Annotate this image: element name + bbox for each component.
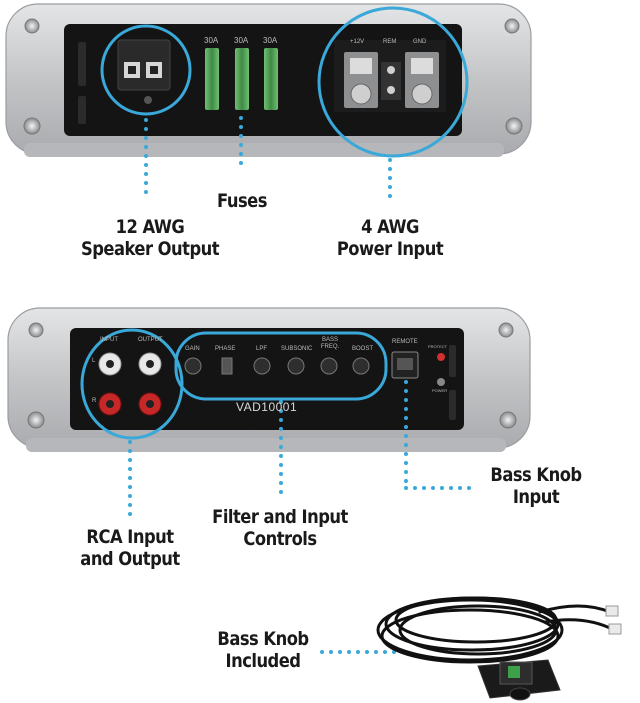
terminal-label-12v: +12V bbox=[350, 39, 365, 45]
control-label-subsonic: SUBSONIC bbox=[281, 346, 313, 352]
control-label-bass-freq: BASS FREQ. bbox=[320, 337, 340, 350]
fuse-label-3: 30A bbox=[263, 36, 278, 45]
screw-icon bbox=[24, 18, 40, 34]
callout-fuses: Fuses bbox=[217, 190, 267, 212]
subsonic-knob-icon bbox=[287, 357, 305, 375]
rca-jacks bbox=[98, 352, 162, 416]
rca-side-label-l: L bbox=[92, 358, 96, 364]
protect-label: PROTECT bbox=[428, 344, 448, 349]
protect-led-icon bbox=[437, 353, 445, 361]
callout-rca: RCA Input and Output bbox=[80, 526, 180, 570]
control-label-boost: BOOST bbox=[352, 346, 374, 352]
screw-icon bbox=[499, 411, 517, 429]
remote-label: REMOTE bbox=[392, 339, 418, 345]
fuse-array bbox=[205, 48, 278, 110]
control-label-gain: GAIN bbox=[185, 346, 200, 352]
rj-plug-icon bbox=[608, 623, 622, 635]
fuse-label-2: 30A bbox=[234, 36, 249, 45]
screw-icon bbox=[504, 18, 520, 34]
fuse-icon bbox=[205, 48, 219, 110]
lpf-knob-icon bbox=[253, 357, 271, 375]
screw-icon bbox=[23, 117, 41, 135]
cable-coil bbox=[376, 596, 616, 664]
gain-knob-icon bbox=[184, 357, 202, 375]
top-amplifier bbox=[5, 3, 532, 158]
bass-knob-icon bbox=[509, 687, 531, 701]
callout-power-input: 4 AWG Power Input bbox=[336, 216, 444, 260]
rj-plug-icon bbox=[605, 605, 619, 617]
bottom-panel bbox=[70, 328, 464, 430]
screw-icon bbox=[28, 322, 44, 338]
phase-switch-icon bbox=[221, 357, 233, 375]
screw-icon bbox=[498, 322, 514, 338]
callout-bass-knob-included: Bass Knob Included bbox=[217, 628, 309, 672]
fuse-icon bbox=[235, 48, 249, 110]
speaker-output-highlight bbox=[100, 24, 192, 116]
rca-highlight bbox=[80, 328, 184, 440]
terminal-label-gnd: GND bbox=[413, 39, 427, 45]
fuse-icon bbox=[264, 48, 278, 110]
top-callout-lines bbox=[144, 116, 392, 202]
screw-icon bbox=[144, 96, 152, 104]
power-led-icon bbox=[437, 378, 445, 386]
rca-side-label-r: R bbox=[92, 398, 97, 404]
model-number: VAD10001 bbox=[236, 400, 298, 414]
screw-icon bbox=[27, 411, 45, 429]
callout-speaker-output: 12 AWG Speaker Output bbox=[80, 216, 220, 260]
screw-icon bbox=[505, 117, 523, 135]
bottom-callout-lines bbox=[128, 380, 472, 654]
controls-highlight bbox=[174, 331, 388, 401]
bottom-amplifier bbox=[7, 307, 531, 452]
terminal-label-rem: REM bbox=[383, 39, 397, 45]
callout-filter-controls: Filter and Input Controls bbox=[212, 506, 348, 550]
power-label: POWER bbox=[432, 388, 448, 393]
bass-freq-knob-icon bbox=[320, 357, 338, 375]
boost-knob-icon bbox=[352, 357, 370, 375]
bass-knob-remote bbox=[376, 596, 622, 701]
fuse-label-1: 30A bbox=[204, 36, 219, 45]
rca-label-output: OUTPUT bbox=[138, 337, 163, 343]
callout-bass-knob-input: Bass Knob Input bbox=[490, 464, 582, 508]
rca-label-input: INPUT bbox=[100, 337, 118, 343]
power-input-highlight bbox=[317, 6, 469, 158]
control-label-phase: PHASE bbox=[215, 346, 236, 352]
control-label-lpf: LPF bbox=[256, 346, 268, 352]
control-knobs bbox=[184, 357, 370, 375]
